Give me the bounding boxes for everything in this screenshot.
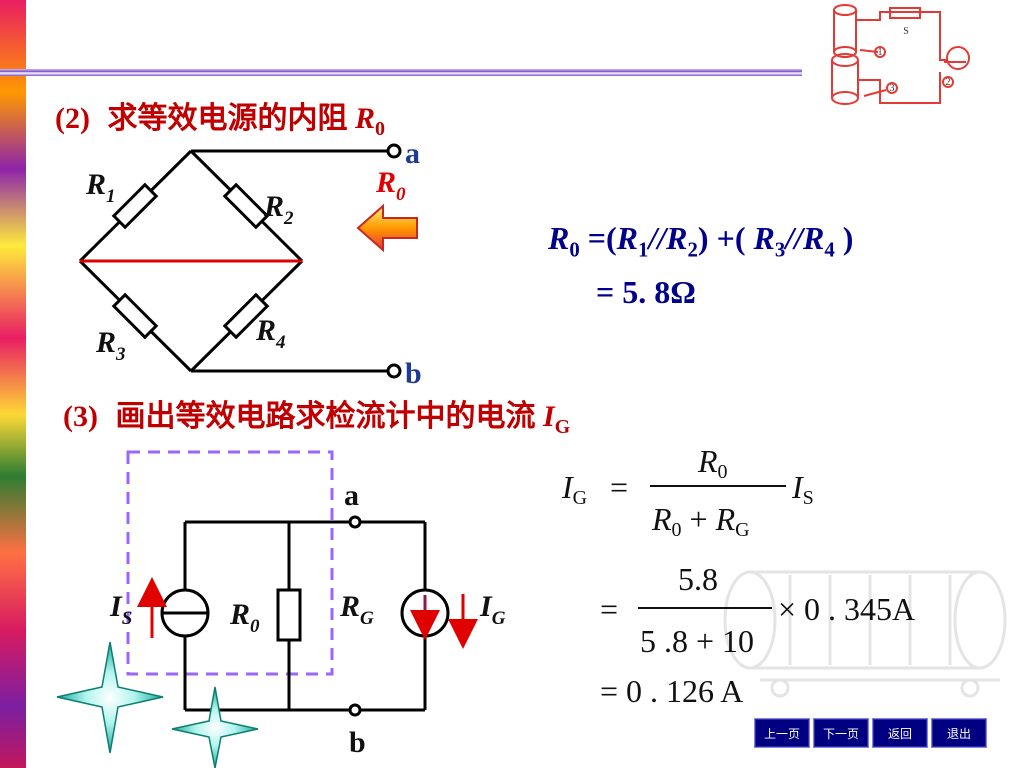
next-page-button[interactable]: 下一页 (813, 718, 869, 748)
heading-step-2-var: R (354, 102, 375, 135)
heading-step-3: (3) 画出等效电路求检流计中的电流 IG (63, 400, 571, 438)
resistor-r1 (111, 182, 159, 230)
label-r0-equiv: R0 (229, 598, 260, 637)
formula-ig-line2-den: 5 .8 + 10 (640, 623, 754, 659)
formula-ig-eq: = (610, 469, 628, 505)
formula-ig-rhs: IS (791, 469, 814, 509)
prev-page-button[interactable]: 上一页 (754, 718, 810, 748)
heading-step-3-number: (3) (63, 400, 98, 433)
equiv-terminal-b: b (349, 726, 366, 759)
heading-step-2-text: 求等效电源的内阻 (107, 102, 348, 135)
svg-text:S: S (903, 26, 909, 37)
svg-text:1: 1 (878, 47, 883, 58)
formula-ig-line2-eq: = (600, 591, 618, 627)
formula-ig-line2-times: × 0 . 345A (778, 591, 915, 627)
label-r3: R3 (95, 326, 126, 365)
label-r1: R1 (85, 168, 116, 207)
bridge-circuit-diagram: R1 R2 R3 R4 a b R0 (78, 137, 422, 390)
heading-step-3-sub: G (554, 416, 571, 438)
heading-step-2: (2) 求等效电源的内阻 R0 (55, 102, 385, 140)
formula-ig-result: = 0 . 126 A (600, 673, 743, 709)
slide-navigation: 上一页 下一页 返回 退出 (754, 718, 987, 748)
heading-step-3-var: I (542, 400, 555, 433)
equivalent-source-dashed-box (126, 450, 334, 676)
exit-button[interactable]: 退出 (931, 718, 987, 748)
formula-r0-result: = 5. 8Ω (596, 274, 696, 310)
terminal-b-node (386, 363, 402, 379)
node-b (348, 703, 362, 717)
star-icon (171, 686, 259, 768)
thumbnail-diagram: S 1 3 2 (831, 4, 970, 105)
resistor-r2 (222, 182, 270, 230)
left-arrow-icon (356, 203, 418, 253)
star-icon (56, 641, 164, 754)
equiv-terminal-a: a (344, 479, 359, 512)
heading-step-2-number: (2) (55, 102, 90, 135)
formula-ig-numerator: R0 (697, 443, 728, 483)
label-ig: IG (479, 590, 506, 629)
formula-r0: R0 =(R1//R2) +( R3//R4 ) (548, 220, 854, 262)
formula-ig-line2-num: 5.8 (678, 561, 718, 597)
bridge-r0-label: R0 (375, 166, 406, 205)
formula-ig-denominator: R0+RG (651, 501, 750, 541)
heading-step-2-sub: 0 (375, 118, 385, 140)
label-is: IS (109, 590, 132, 629)
terminal-a-node (386, 143, 402, 159)
decorative-left-strip (0, 0, 26, 768)
resistor-r3 (111, 292, 159, 340)
svg-text:3: 3 (890, 83, 895, 94)
label-r2: R2 (263, 190, 294, 229)
resistor-r4 (222, 292, 270, 340)
terminal-b-label: b (405, 357, 422, 390)
label-rg: RG (339, 590, 374, 629)
terminal-a-label: a (405, 137, 420, 170)
node-a (348, 515, 362, 529)
decorative-top-bar (0, 69, 802, 76)
watermark-coil (723, 570, 1007, 698)
svg-text:2: 2 (946, 77, 951, 88)
heading-step-3-text: 画出等效电路求检流计中的电流 (115, 400, 536, 433)
formula-ig: IG = R0 R0+RG IS = 5.8 5 .8 + 10 × 0 . 3… (561, 443, 915, 709)
label-r4: R4 (255, 314, 286, 353)
formula-ig-lhs: IG (561, 469, 587, 509)
back-button[interactable]: 返回 (872, 718, 928, 748)
equivalent-circuit-diagram: a b IS R0 RG IG (109, 450, 506, 759)
resistor-r0-symbol (276, 588, 302, 642)
